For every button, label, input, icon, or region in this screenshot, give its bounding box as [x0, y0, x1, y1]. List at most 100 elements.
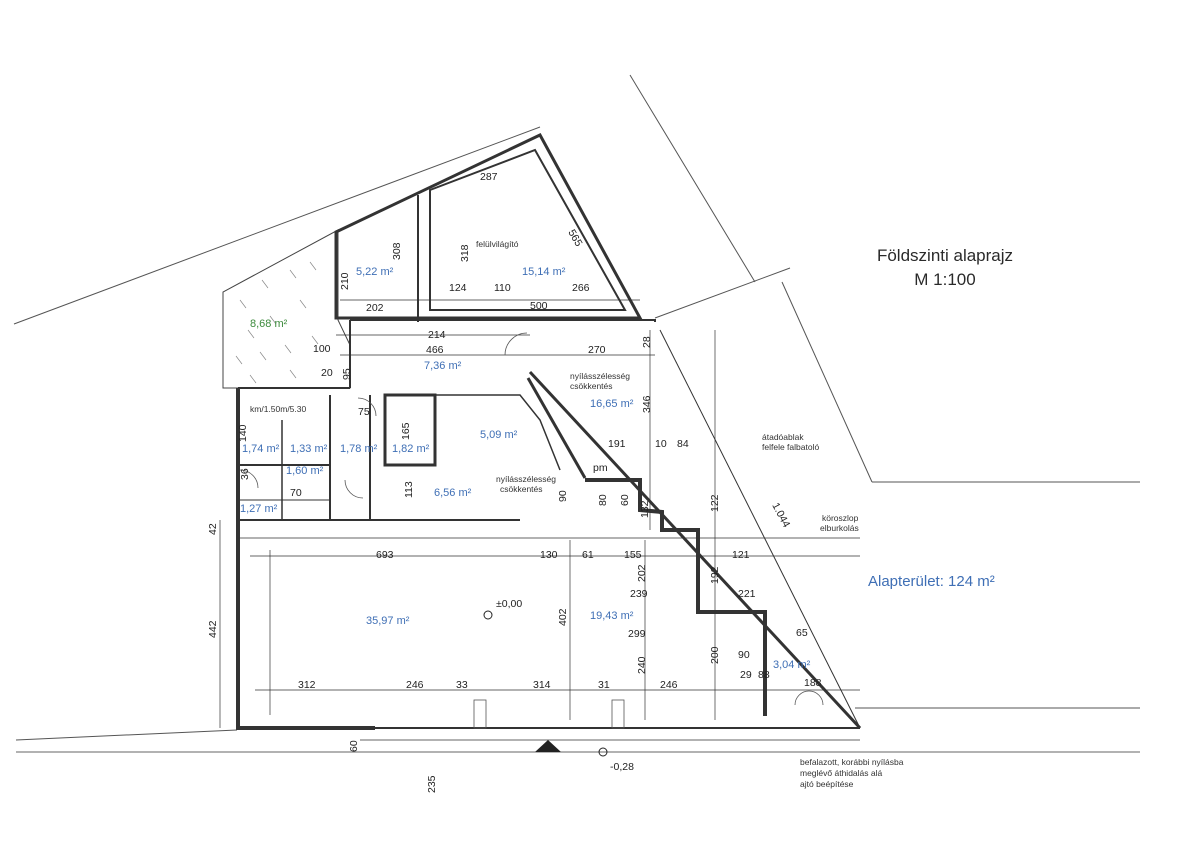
dim-label: 10 [655, 438, 667, 450]
dim-label: 28 [641, 336, 653, 348]
dim-label: 500 [530, 300, 548, 312]
dim-label: 214 [428, 329, 446, 341]
dim-label: 90 [557, 490, 569, 502]
note-level0: ±0,00 [496, 598, 522, 610]
dim-label: 693 [376, 549, 394, 561]
dim-label: 70 [290, 487, 302, 499]
dim-label: 100 [313, 343, 331, 355]
dim-label: 110 [494, 282, 511, 294]
note-korosz-b: elburkolás [820, 523, 859, 533]
dimension-numbers: 287 308 318 565 210 202 124 110 266 500 … [207, 171, 822, 793]
room-127: 1,27 m² [240, 503, 278, 515]
dim-label: 33 [456, 679, 468, 691]
plan-scale: M 1:100 [914, 270, 976, 289]
room-736: 7,36 m² [424, 360, 462, 372]
dim-label: 124 [449, 282, 467, 294]
dim-label: 88 [758, 669, 770, 681]
room-133: 1,33 m² [290, 443, 328, 455]
note-befal-a: befalazott, korábbi nyílásba [800, 757, 904, 767]
dim-label: 1.044 [769, 501, 792, 530]
dim-label: 130 [540, 549, 558, 561]
room-178: 1,78 m² [340, 443, 378, 455]
room-160: 1,60 m² [286, 465, 324, 477]
dim-label: 442 [207, 620, 219, 638]
dim-label: 192 [709, 566, 721, 584]
note-atado-a: átadóablak [762, 432, 804, 442]
room-garden: 8,68 m² [250, 318, 288, 330]
plan-title: Földszinti alaprajz [876, 246, 1014, 265]
dim-label: 239 [630, 588, 648, 600]
dim-label: 565 [565, 228, 584, 249]
dim-label: 314 [533, 679, 551, 691]
level-marker-icon-2 [598, 747, 608, 757]
room-1665: 16,65 m² [590, 398, 634, 410]
dim-label: 165 [400, 422, 412, 440]
annotations: felülvilágító nyílásszélesség csökkentés… [250, 239, 904, 789]
room-656: 6,56 m² [434, 487, 472, 499]
dim-label: 312 [298, 679, 316, 691]
room-1943: 19,43 m² [590, 610, 634, 622]
dim-label: 80 [597, 494, 609, 506]
room-1514: 15,14 m² [522, 266, 566, 278]
dim-label: 318 [459, 244, 471, 262]
note-befal-c: ajtó beépítése [800, 779, 854, 789]
dim-label: 202 [366, 302, 384, 314]
note-nyilas1-b: csökkentés [570, 381, 613, 391]
dim-label: 122 [709, 494, 721, 512]
dim-label: 61 [582, 549, 594, 561]
dim-label: 36 [239, 468, 251, 480]
dim-label: 75 [358, 406, 370, 418]
dim-label: 270 [588, 344, 606, 356]
note-felulvilagito: felülvilágító [476, 239, 519, 249]
dim-label: 346 [641, 395, 653, 413]
total-area-label: Alapterület: 124 m² [868, 573, 995, 590]
note-pm: pm [593, 462, 608, 474]
dim-label: 266 [572, 282, 590, 294]
dim-label: 200 [709, 646, 721, 664]
site-boundary [13, 74, 1140, 741]
dim-label: 308 [391, 242, 403, 260]
note-atado-b: felfele falbatoló [762, 442, 819, 452]
room-522: 5,22 m² [356, 266, 394, 278]
dim-label: 90 [738, 649, 750, 661]
level-marker-icon [483, 610, 493, 620]
garden-hatch [222, 229, 351, 389]
room-509: 5,09 m² [480, 429, 518, 441]
dim-label: 140 [237, 424, 249, 442]
dim-label: 402 [557, 608, 569, 626]
dim-label: 121 [732, 549, 750, 561]
dim-label: 29 [740, 669, 752, 681]
dim-label: 95 [341, 368, 353, 380]
note-nyilas1-a: nyílásszélesség [570, 371, 630, 381]
room-182: 1,82 m² [392, 443, 430, 455]
dim-label: 246 [660, 679, 678, 691]
room-304: 3,04 m² [773, 659, 811, 671]
room-labels: 8,68 m² 5,22 m² 15,14 m² 7,36 m² 16,65 m… [240, 266, 811, 671]
dim-label: 240 [636, 656, 648, 674]
dim-label: 31 [598, 679, 610, 691]
dim-label: 84 [677, 438, 689, 450]
dim-label: 155 [624, 549, 642, 561]
section-marker-icon [535, 740, 561, 752]
dim-label: 42 [207, 523, 219, 535]
dim-label: 60 [348, 740, 360, 752]
room-3597: 35,97 m² [366, 615, 410, 627]
dim-label: 191 [608, 438, 626, 450]
dim-label: 299 [628, 628, 646, 640]
note-level-028: -0,28 [610, 761, 634, 773]
dim-label: 20 [321, 367, 333, 379]
dim-label: 287 [480, 171, 498, 183]
walls [236, 133, 862, 730]
dim-label: 466 [426, 344, 444, 356]
note-wc: km/1.50m/5.30 [250, 404, 306, 414]
dim-label: 113 [403, 481, 415, 498]
dim-label: 210 [339, 272, 351, 290]
dim-label: 246 [406, 679, 424, 691]
note-korosz-a: köroszlop [822, 513, 859, 523]
dim-label: 65 [796, 627, 808, 639]
note-befal-b: meglévő áthidalás alá [800, 768, 882, 778]
dim-label: 60 [619, 494, 631, 506]
note-nyilas2-a: nyílásszélesség [496, 474, 556, 484]
note-nyilas2-b: csökkentés [500, 484, 543, 494]
